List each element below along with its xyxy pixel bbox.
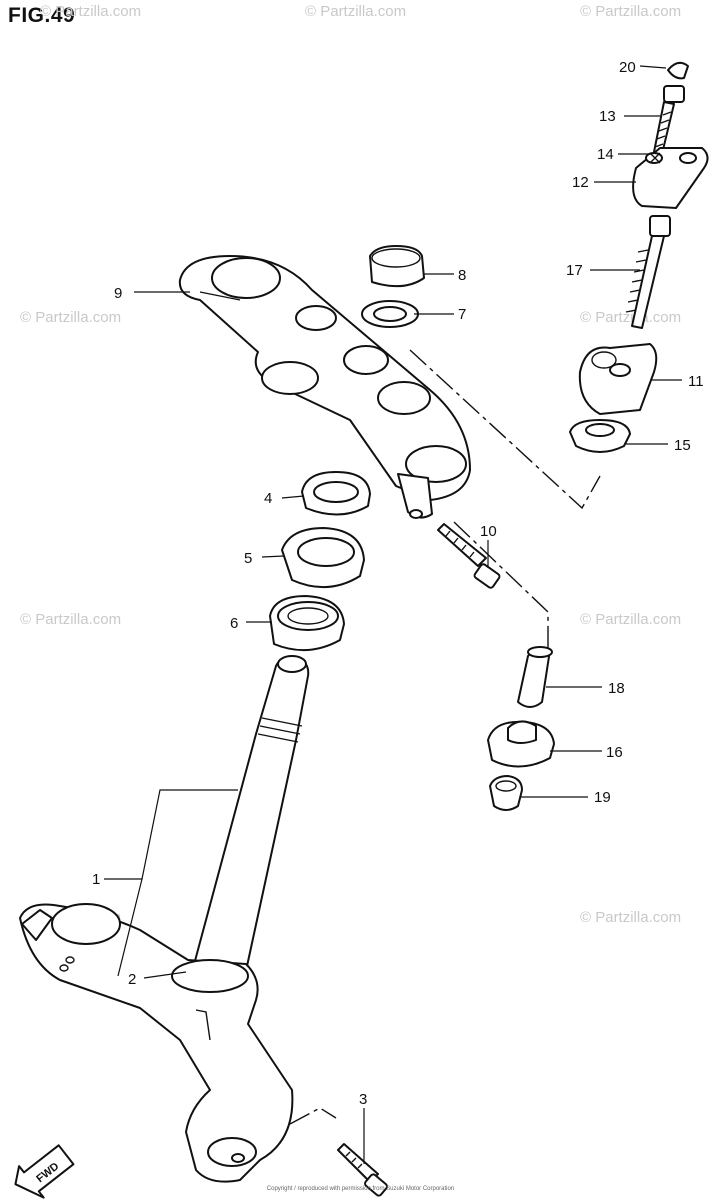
figure-title: FIG.49 xyxy=(8,4,76,27)
callout-labels: 20 13 14 12 17 11 15 8 7 9 4 5 6 10 18 1… xyxy=(92,59,704,1108)
cap-part xyxy=(667,61,689,80)
callout-8: 8 xyxy=(458,267,466,284)
handlebar-holder-lower-part xyxy=(578,343,658,415)
steering-stem-part xyxy=(191,655,310,981)
watermark-text: © Partzilla.com xyxy=(305,3,406,20)
clamp-bolt-part xyxy=(337,1143,388,1197)
callout-5: 5 xyxy=(244,550,252,567)
stem-head-nut-part xyxy=(369,245,425,288)
callout-11: 11 xyxy=(688,373,704,390)
callout-10: 10 xyxy=(480,523,497,540)
callout-6: 6 xyxy=(230,615,238,632)
damper-upper-part xyxy=(569,419,631,453)
watermark-text: © Partzilla.com xyxy=(580,3,681,20)
callout-13: 13 xyxy=(599,108,616,125)
leader-lines xyxy=(104,65,682,1164)
callout-17: 17 xyxy=(566,262,583,279)
callout-20: 20 xyxy=(619,59,636,76)
bracket-bolt-part xyxy=(437,523,501,589)
callout-18: 18 xyxy=(608,680,625,697)
callout-12: 12 xyxy=(572,174,589,191)
callout-9: 9 xyxy=(114,285,122,302)
watermark-text: © Partzilla.com xyxy=(20,309,121,326)
callout-15: 15 xyxy=(674,437,691,454)
holder-stud-part xyxy=(625,215,671,329)
watermark-text: © Partzilla.com xyxy=(20,611,121,628)
washer-part xyxy=(361,300,419,328)
watermarks: © Partzilla.com © Partzilla.com © Partzi… xyxy=(20,3,681,926)
callout-7: 7 xyxy=(458,306,466,323)
watermark-text: © Partzilla.com xyxy=(580,909,681,926)
assembly-lines xyxy=(289,349,601,1125)
spacer-part xyxy=(517,646,553,708)
dust-seal-part xyxy=(281,527,365,589)
callout-14: 14 xyxy=(597,146,614,163)
callout-2: 2 xyxy=(128,971,136,988)
nut-part xyxy=(489,775,523,811)
footer-copyright: Copyright / reproduced with permission f… xyxy=(266,1186,455,1192)
callout-16: 16 xyxy=(606,744,623,761)
stem-nut-part xyxy=(301,471,371,516)
holder-bolt-part xyxy=(653,85,685,155)
callout-1: 1 xyxy=(92,871,100,888)
callout-19: 19 xyxy=(594,789,611,806)
bearing-part xyxy=(269,595,345,652)
callout-4: 4 xyxy=(264,490,272,507)
upper-bracket-part xyxy=(178,255,471,519)
watermark-text: © Partzilla.com xyxy=(580,611,681,628)
handlebar-holder-upper-part xyxy=(632,147,709,209)
watermark-text: © Partzilla.com xyxy=(580,309,681,326)
damper-lower-part xyxy=(487,720,555,768)
fwd-arrow-icon: FWD xyxy=(14,1144,75,1199)
watermark-text: © Partzilla.com xyxy=(40,3,141,20)
lower-bracket-part xyxy=(19,903,294,1183)
callout-3: 3 xyxy=(359,1091,367,1108)
